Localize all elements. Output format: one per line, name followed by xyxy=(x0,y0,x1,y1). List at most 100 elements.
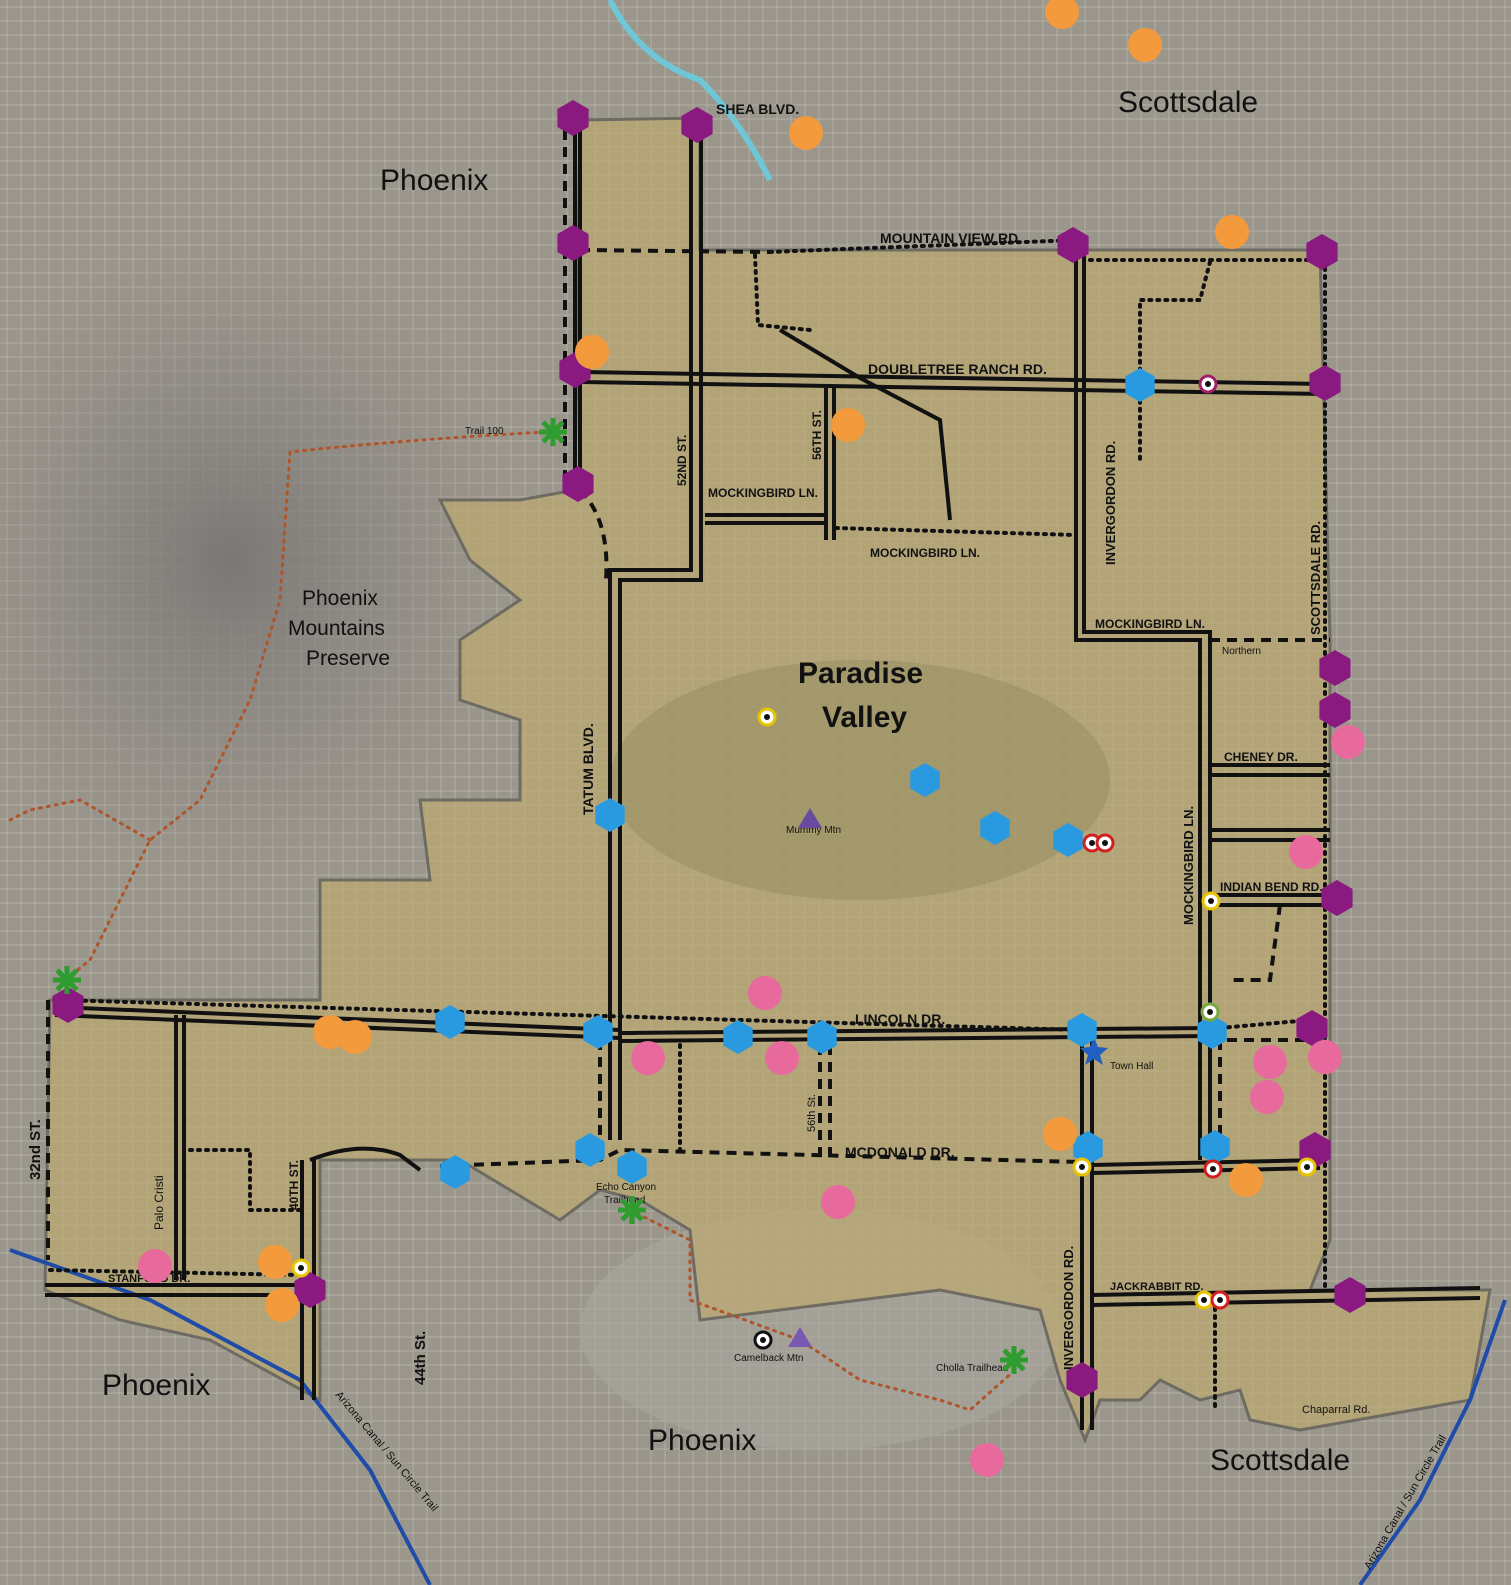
solid-roads xyxy=(45,122,1481,1430)
intersection-marker-icon xyxy=(1053,823,1083,857)
label-camelback-mtn: Camelback Mtn xyxy=(734,1353,803,1364)
label-preserve-1: Phoenix xyxy=(302,587,378,610)
road-label-44th: 44th St. xyxy=(412,1331,429,1385)
gateway-marker-icon xyxy=(1334,1277,1366,1313)
dashed-roads xyxy=(46,130,1330,1260)
wash xyxy=(607,0,773,182)
red-ring-marker-icon-center xyxy=(1089,840,1095,846)
pink-marker-icon xyxy=(970,1443,1004,1477)
town-boundary xyxy=(43,116,1492,1445)
road-label-32nd: 32nd ST. xyxy=(27,1119,44,1180)
intersection-marker-icon xyxy=(617,1150,647,1184)
mummy-mtn-peak-icon xyxy=(798,808,822,828)
road-label-shea: SHEA BLVD. xyxy=(716,101,799,117)
gateway-marker-icon xyxy=(1309,365,1341,401)
red-ring-marker-icon-center xyxy=(1210,1166,1216,1172)
label-phoenix-sw: Phoenix xyxy=(102,1369,210,1402)
intersection-marker-icon xyxy=(435,1005,465,1039)
intersection-marker-icon xyxy=(1200,1130,1230,1164)
pink-marker-icon xyxy=(631,1041,665,1075)
pink-marker-icon xyxy=(748,976,782,1010)
gateway-marker-icon xyxy=(557,225,589,261)
yellow-ring-marker-icon-center xyxy=(764,714,770,720)
road-label-invergordon-s: INVERGORDON RD. xyxy=(1061,1246,1076,1370)
gateway-marker-icon xyxy=(1319,650,1351,686)
gateway-marker-icon xyxy=(1321,880,1353,916)
gateway-marker-icon xyxy=(294,1272,326,1308)
cholla-trailhead-icon xyxy=(1000,1346,1028,1374)
pink-marker-icon xyxy=(765,1041,799,1075)
intersection-marker-icon xyxy=(595,798,625,832)
road-label-40th: 40TH ST. xyxy=(287,1160,301,1210)
gateway-marker-icon xyxy=(1306,234,1338,270)
label-paradise: Paradise xyxy=(798,657,923,690)
label-scottsdale-s: Scottsdale xyxy=(1210,1444,1350,1477)
orange-marker-icon xyxy=(1128,28,1162,62)
yellow-ring-marker-icon-center xyxy=(1201,1297,1207,1303)
gateway-marker-icon xyxy=(1057,227,1089,263)
road-label-mockingbird-e: MOCKINGBIRD LN. xyxy=(1095,617,1205,631)
trail-west-branch xyxy=(8,798,152,842)
road-label-lincoln: LINCOLN DR. xyxy=(855,1011,945,1027)
label-preserve-2: Mountains xyxy=(288,617,385,640)
gateway-marker-icon xyxy=(1296,1010,1328,1046)
label-phoenix-nw: Phoenix xyxy=(380,164,488,197)
orange-marker-icon xyxy=(1043,1117,1077,1151)
orange-marker-icon xyxy=(789,116,823,150)
pink-marker-icon xyxy=(1289,835,1323,869)
pink-marker-icon xyxy=(1250,1080,1284,1114)
road-label-jackrabbit: JACKRABBIT RD. xyxy=(1110,1281,1204,1293)
intersection-marker-icon xyxy=(980,811,1010,845)
orange-marker-icon xyxy=(258,1245,292,1279)
preserve-terrain xyxy=(0,230,530,890)
intersection-marker-icon xyxy=(723,1020,753,1054)
intersection-marker-icon xyxy=(910,763,940,797)
intersection-marker-icon xyxy=(440,1155,470,1189)
intersection-marker-icon xyxy=(807,1020,837,1054)
orange-marker-icon xyxy=(831,408,865,442)
road-label-mockingbird-v: MOCKINGBIRD LN. xyxy=(1181,806,1196,925)
road-label-mcdonald: MCDONALD DR. xyxy=(845,1144,955,1160)
canal-line-east xyxy=(1358,1299,1507,1585)
road-label-palo-cristi: Palo Cristi xyxy=(152,1175,166,1230)
orange-marker-icon xyxy=(1045,0,1079,29)
intersection-marker-icon xyxy=(1125,368,1155,402)
orange-marker-icon xyxy=(338,1020,372,1054)
pink-marker-icon xyxy=(1331,725,1365,759)
orange-marker-icon xyxy=(1215,215,1249,249)
gateway-marker-icon xyxy=(52,987,84,1023)
yellow-ring-marker-icon-center xyxy=(298,1265,304,1271)
road-label-52nd: 52ND ST. xyxy=(675,435,689,486)
orange-marker-icon xyxy=(265,1288,299,1322)
road-label-scottsdale-rd: SCOTTSDALE RD. xyxy=(1308,521,1323,635)
32nd-st-trailhead-icon xyxy=(53,966,81,994)
trail-100 xyxy=(63,430,547,982)
town-hall-icon xyxy=(1080,1037,1108,1065)
label-northern: Northern xyxy=(1222,646,1261,657)
magenta-ring-marker-icon-center xyxy=(1205,381,1211,387)
gateway-marker-icon xyxy=(562,466,594,502)
road-label-mockingbird-c: MOCKINGBIRD LN. xyxy=(870,546,980,560)
orange-marker-icon xyxy=(1229,1163,1263,1197)
road-label-mockingbird-w: MOCKINGBIRD LN. xyxy=(708,486,818,500)
black-ring-marker-icon-center xyxy=(760,1337,766,1343)
marker-layer xyxy=(52,0,1366,1477)
label-echo-canyon-1: Echo Canyon xyxy=(596,1182,656,1193)
camelback-trail xyxy=(628,1208,1017,1412)
trail-100-trailhead-icon xyxy=(539,418,567,446)
camelback-peak-icon xyxy=(788,1327,812,1347)
yellow-ring-marker-icon-center xyxy=(1208,898,1214,904)
road-label-56th: 56TH ST. xyxy=(810,410,824,460)
intersection-marker-icon xyxy=(1067,1013,1097,1047)
pink-marker-icon xyxy=(138,1249,172,1283)
road-label-tatum: TATUM BLVD. xyxy=(580,723,596,815)
intersection-marker-icon xyxy=(1073,1131,1103,1165)
intersection-marker-icon xyxy=(575,1133,605,1167)
pink-marker-icon xyxy=(1308,1040,1342,1074)
intersection-marker-icon xyxy=(583,1015,613,1049)
gateway-marker-icon xyxy=(681,107,713,143)
label-scottsdale-n: Scottsdale xyxy=(1118,86,1258,119)
label-preserve-3: Preserve xyxy=(306,647,390,670)
mummy-mountain-terrain xyxy=(610,660,1110,900)
